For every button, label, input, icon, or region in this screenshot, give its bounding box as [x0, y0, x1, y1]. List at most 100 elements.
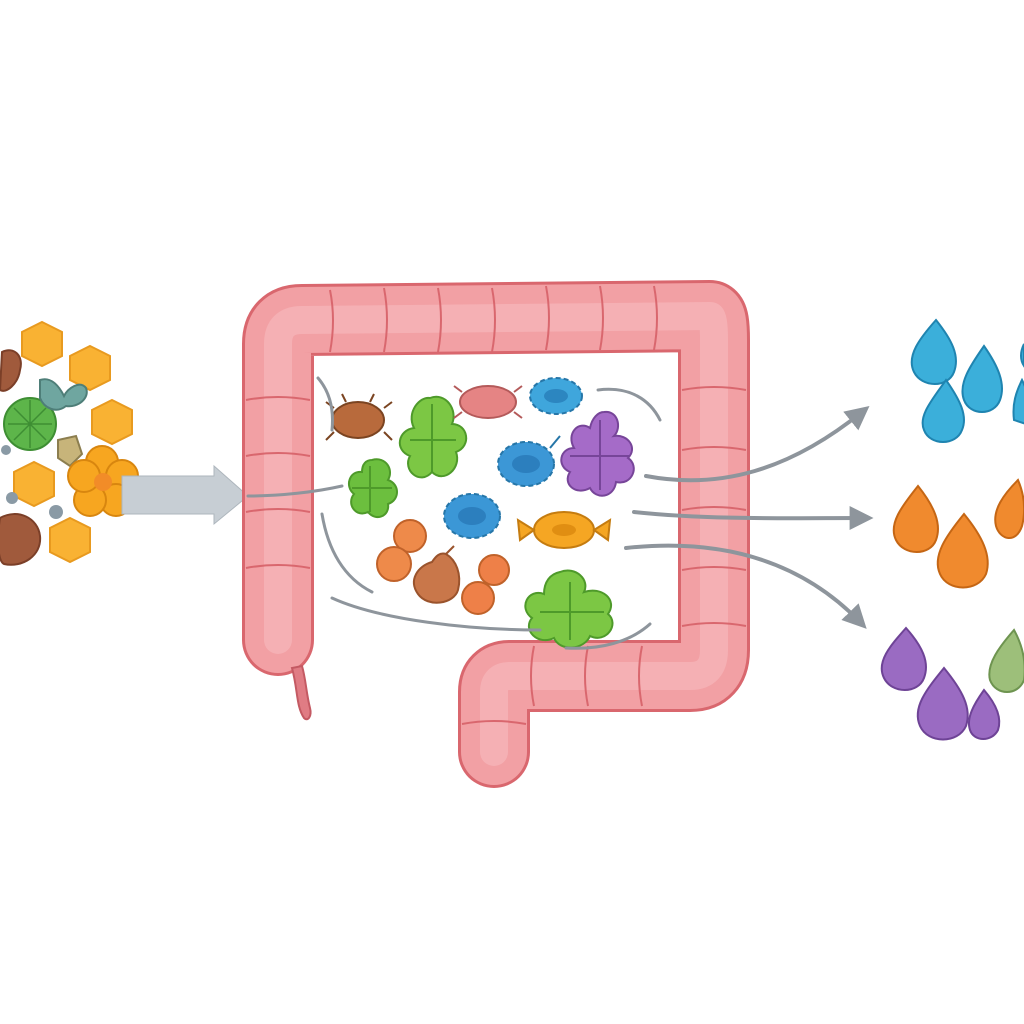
fiber-cluster	[0, 320, 139, 566]
green-leafy-microbe	[347, 458, 398, 519]
output-flows	[624, 405, 874, 629]
legs	[453, 385, 523, 419]
internal-flows	[246, 376, 662, 650]
haustra-folds	[245, 285, 747, 725]
orange-peanut-microbe	[461, 554, 510, 615]
appendix	[290, 664, 312, 721]
flow-line	[246, 484, 344, 498]
orange-peanut-microbe	[376, 519, 427, 582]
blue-blob-microbe	[443, 493, 501, 539]
fold	[329, 289, 334, 353]
flow-line	[316, 376, 334, 432]
flow-line	[320, 512, 374, 594]
orange-candy-microbe	[516, 511, 612, 549]
droplet	[1012, 377, 1024, 425]
top	[478, 554, 510, 586]
body	[524, 569, 614, 649]
flow-to-purple	[624, 543, 867, 629]
fold	[245, 396, 311, 401]
tan-flake	[57, 434, 84, 468]
top	[393, 519, 427, 553]
veins	[352, 466, 392, 512]
hexagon-fiber	[69, 344, 111, 392]
nucleus	[552, 524, 576, 536]
droplet	[892, 484, 939, 553]
ends	[516, 518, 612, 542]
flower-center	[94, 473, 112, 491]
fold	[383, 287, 388, 353]
fold	[461, 720, 527, 725]
brown-nut	[0, 349, 22, 392]
nucleus	[512, 455, 540, 473]
body	[331, 401, 385, 439]
hexagon-fiber	[21, 320, 63, 368]
veins	[570, 420, 630, 490]
fold	[681, 566, 747, 571]
gut-microbiota	[325, 377, 635, 649]
grey-seed	[49, 505, 63, 519]
droplet	[880, 626, 927, 691]
flow-line	[564, 622, 652, 650]
brown-pear-microbe	[413, 545, 461, 604]
nucleus	[544, 389, 568, 403]
colon-highlight	[264, 302, 728, 766]
fold	[681, 386, 747, 391]
hexagon-fiber	[13, 460, 55, 508]
green-leafy-microbe	[399, 395, 467, 479]
hexagon-fiber	[13, 320, 133, 564]
body	[560, 410, 635, 497]
flow-line	[596, 387, 662, 422]
blue-blob-microbe	[497, 435, 561, 487]
hexagon-fiber	[91, 398, 133, 446]
pink-bacterium	[453, 385, 523, 419]
droplet	[994, 478, 1024, 539]
flow-to-orange	[632, 506, 874, 531]
blue-blob-microbe	[529, 377, 583, 415]
fold	[584, 645, 589, 707]
input-arrow	[121, 464, 249, 526]
fold	[681, 622, 747, 627]
fold	[653, 285, 658, 351]
large-intestine	[242, 280, 750, 788]
purple-droplets	[880, 626, 1001, 741]
body	[459, 385, 517, 419]
blue-droplets	[910, 318, 1024, 443]
droplet	[916, 666, 969, 741]
fold	[437, 287, 442, 353]
fold	[638, 645, 643, 707]
purple-flower-microbe	[560, 410, 635, 497]
droplet	[968, 688, 1001, 740]
fold	[545, 285, 550, 351]
droplet	[961, 344, 1003, 413]
orange-flower	[67, 445, 139, 517]
grey-seed	[6, 492, 18, 504]
green-droplet	[988, 628, 1024, 693]
droplet	[921, 378, 965, 443]
hexagon-fiber	[49, 516, 91, 564]
droplet	[910, 318, 957, 385]
droplet	[936, 512, 989, 589]
petal	[67, 459, 101, 493]
fold	[491, 287, 496, 353]
fold	[530, 645, 535, 707]
metabolite-droplets	[880, 318, 1024, 741]
flagellum	[549, 435, 561, 449]
stem	[445, 545, 455, 555]
fold	[681, 506, 747, 511]
fold	[681, 446, 747, 451]
teal-bow	[39, 378, 88, 411]
veins	[540, 582, 604, 640]
bottom	[461, 581, 495, 615]
leaf-veins	[8, 400, 52, 448]
brown-nut	[0, 513, 42, 566]
nucleus	[458, 507, 486, 525]
flow-to-blue	[644, 405, 870, 483]
body	[413, 552, 461, 604]
green-leafy-microbe	[524, 569, 614, 649]
grey-seed	[1, 445, 11, 455]
fold	[599, 285, 604, 351]
fold	[245, 508, 311, 513]
orange-droplets	[892, 478, 1024, 589]
veins	[410, 404, 456, 472]
